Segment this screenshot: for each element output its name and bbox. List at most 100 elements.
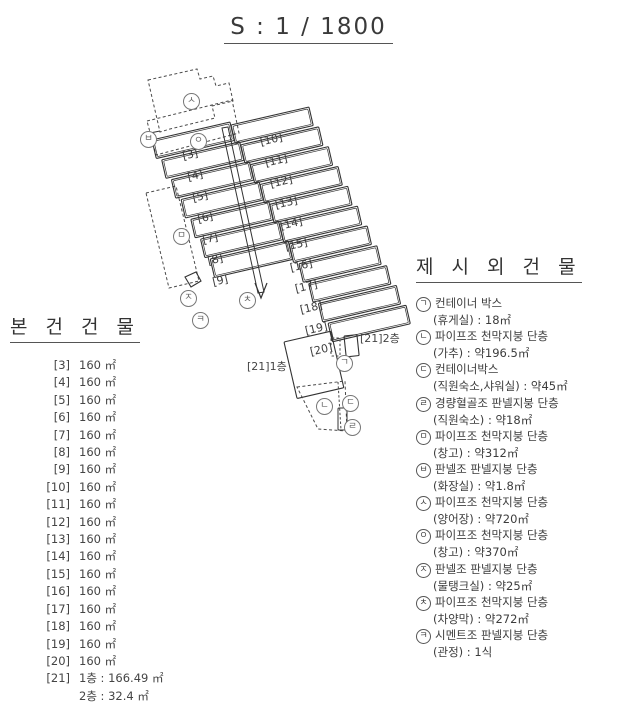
central-corridor [221, 126, 265, 294]
unit-box [269, 185, 353, 224]
unit-label: [12] [269, 173, 294, 191]
unit-index: [12] [46, 514, 70, 529]
unit-area: 160 ㎡ [79, 392, 117, 407]
unit-box [250, 146, 333, 184]
structure-use-area: (직원숙소) : 약18㎡ [433, 412, 533, 427]
unit-label: [18] [299, 299, 324, 317]
structure-use-area: (직원숙소,샤워실) : 약45㎡ [433, 379, 568, 394]
list-item: [6] 160 ㎡ [34, 409, 240, 426]
unit-label: [10] [259, 131, 284, 149]
unit-index: [11] [46, 497, 70, 512]
water-tank-block [184, 271, 202, 288]
unit-index: [16] [46, 584, 70, 599]
unit-index: [7] [53, 427, 70, 442]
unit-label: [17] [294, 278, 319, 296]
structure-use-area: (차양막) : 약272㎡ [433, 611, 529, 626]
unit-box [327, 304, 411, 343]
unit-area: 160 ㎡ [79, 532, 117, 547]
unit-area: 160 ㎡ [79, 549, 117, 564]
unit-index-blank [34, 688, 70, 705]
scale-label: S : 1 / 1800 [224, 14, 393, 44]
list-item: [3]160 ㎡ [34, 357, 240, 374]
list-item: [11] 160 ㎡ [34, 496, 240, 513]
unit-index: [6] [53, 410, 70, 425]
unit-label: [8] [206, 252, 224, 268]
unit-index: [18] [46, 619, 70, 634]
unit-label: [19] [304, 320, 329, 338]
structure-use-area: (관정) : 1식 [433, 645, 493, 660]
structure-type: 파이프조 천막지붕 단층 [435, 594, 549, 609]
fan-divider [337, 381, 342, 431]
plan-marker-kieuk: ㅋ [192, 312, 209, 329]
unit-area: 160 ㎡ [79, 462, 117, 477]
structure-use-area: (휴게실) : 18㎡ [433, 313, 512, 327]
marker-circle-giyeok: ㄱ [416, 297, 431, 312]
unit-box [259, 166, 343, 204]
list-item: [21]1층 : 166.49 ㎡ [34, 670, 240, 687]
marker-circle-kieuk: ㅋ [416, 629, 431, 645]
plan-marker-chieut: ㅊ [239, 292, 256, 309]
list-item: [17]160 ㎡ [34, 601, 240, 618]
unit-box [288, 225, 372, 263]
main-building-rows: [3]160 ㎡ [4]160 ㎡ [5]160 ㎡ [6]160 ㎡ [7]1… [10, 357, 240, 705]
unit-label: [20] [309, 341, 334, 359]
unit-index: [20] [46, 653, 70, 668]
plan-marker-bieup: ㅂ [140, 131, 157, 148]
list-item: [20]160 ㎡ [34, 653, 240, 670]
unit-box [240, 126, 324, 164]
plan-marker-digeut: ㄷ [342, 395, 359, 412]
unit-box [279, 205, 363, 243]
structure-use-area: (양어장) : 약720㎡ [433, 512, 529, 527]
marker-circle-mieum: ㅁ [416, 429, 431, 445]
unit-area: 160 ㎡ [79, 514, 117, 529]
unit-label: [5] [191, 189, 209, 205]
plan-marker-mieum: ㅁ [173, 228, 190, 245]
marker-circle-ieung: ㅇ [416, 529, 431, 545]
list-item: ㄷ 컨테이너박스 (직원숙소,샤워실) : 약45㎡ [416, 361, 616, 394]
structure-type: 파이프조 천막지붕 단층 [435, 495, 549, 510]
corridor-arrow [254, 282, 268, 300]
unit-box [230, 106, 314, 144]
structure-type: 컨테이너박스 [435, 362, 499, 377]
list-item: [15]160 ㎡ [34, 566, 240, 583]
structure-type: 판넬조 판넬지붕 단층 [435, 561, 538, 576]
unit-index: [13] [46, 532, 70, 547]
main-building-list: 본 건 건 물 [3]160 ㎡ [4]160 ㎡ [5]160 ㎡ [6]16… [10, 312, 240, 705]
list-item: [16]160 ㎡ [34, 583, 240, 600]
unit-area: 160 ㎡ [79, 375, 117, 390]
marker-circle-digeut: ㄷ [416, 363, 431, 379]
structure-use-area: (화장실) : 약1.8㎡ [433, 479, 526, 494]
unit-index: [17] [46, 601, 70, 616]
list-item: [9]160 ㎡ [34, 461, 240, 478]
structure-type: 파이프조 천막지붕 단층 [435, 528, 549, 543]
unit-index: [4] [53, 375, 70, 390]
unit-area: 160 ㎡ [79, 636, 117, 651]
unit-area: 160 ㎡ [79, 619, 117, 634]
unit-area: 160 ㎡ [79, 497, 117, 512]
container-box-small-b [343, 334, 360, 358]
unit-label: [3] [181, 147, 199, 163]
marker-circle-rieul: ㄹ [416, 396, 431, 412]
plan-marker-sieot: ㅅ [183, 93, 200, 110]
unit-index: [3] [53, 358, 70, 372]
unit-index: [19] [46, 636, 70, 651]
list-item: [14]160 ㎡ [34, 548, 240, 565]
unit-label: [13] [274, 194, 299, 212]
unit-label: [6] [196, 210, 214, 226]
unit-box [308, 265, 392, 303]
unit-area: 2층 : 32.4 ㎡ [79, 688, 149, 703]
page-title: S : 1 / 1800 [0, 14, 617, 44]
unit-area: 160 ㎡ [79, 410, 117, 425]
plan-marker-jieut: ㅈ [180, 290, 197, 307]
list-item: [7]160 ㎡ [34, 427, 240, 444]
unit-index: [21] [46, 671, 70, 686]
plan-marker-nieun: ㄴ [316, 398, 333, 415]
